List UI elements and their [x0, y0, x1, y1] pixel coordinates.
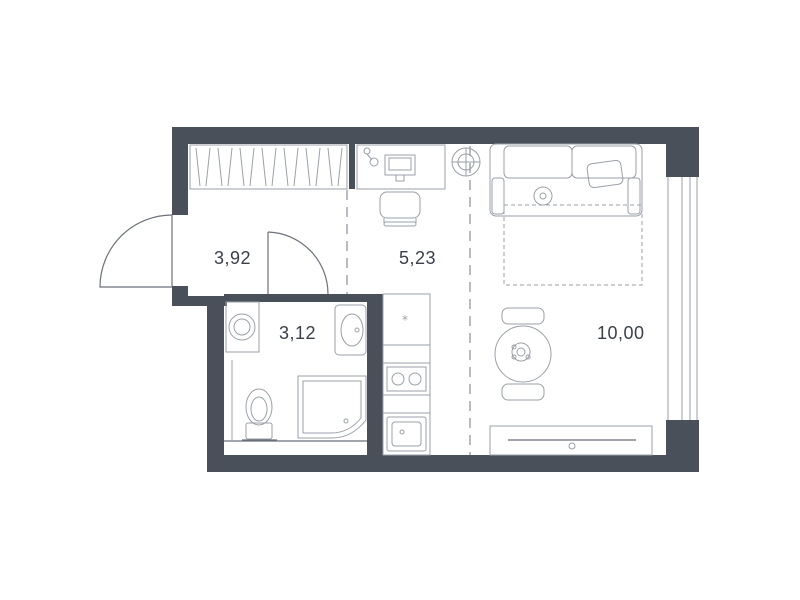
window-right: [667, 177, 698, 420]
chair-icon: [379, 191, 421, 227]
fridge-icon: *: [402, 313, 408, 327]
area-label-kitchen: 5,23: [399, 248, 436, 268]
shower-tray-icon: [297, 375, 367, 439]
area-label-bathroom: 3,12: [279, 323, 316, 343]
floor-lamp-icon: [451, 147, 481, 177]
bathroom-floor-line: [224, 360, 367, 442]
door-swing-icon: [99, 214, 173, 288]
bathroom-door-icon: [267, 231, 329, 295]
desk-icon: [356, 144, 446, 190]
sofa-icon: [489, 143, 643, 217]
rug-icon: [503, 204, 643, 286]
tv-stand-icon: [489, 425, 653, 456]
toilet-icon: [242, 388, 277, 441]
washing-machine-icon: [225, 301, 260, 353]
cooktop-icon: [386, 366, 427, 392]
area-label-living: 10,00: [597, 323, 645, 343]
svg-text:*: *: [402, 313, 408, 327]
kitchen-sink-icon: [386, 416, 427, 452]
wardrobe-icon: [189, 144, 348, 190]
kitchen-units: [382, 293, 431, 456]
round-table-icon: [494, 307, 552, 401]
washbasin-icon: [334, 304, 367, 356]
zone-dividers: [346, 146, 471, 455]
walls: [172, 127, 699, 472]
area-label-hall: 3,92: [214, 248, 251, 268]
